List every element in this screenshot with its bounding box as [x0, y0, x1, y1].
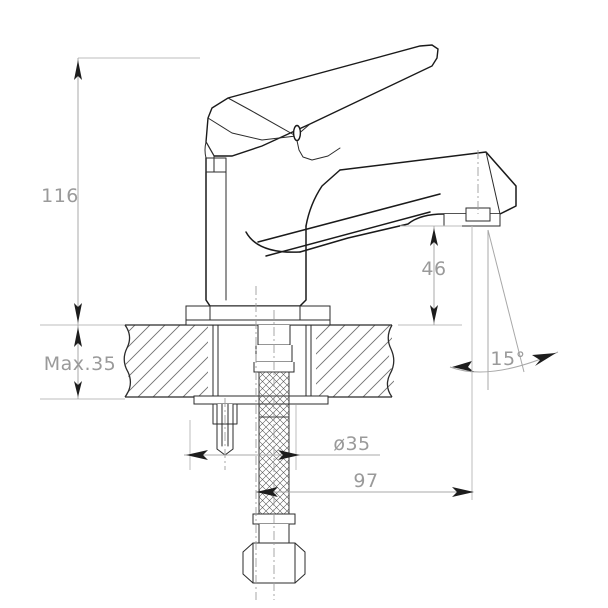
countertop-break-left	[123, 324, 132, 398]
body-to-spout-fillet	[305, 169, 341, 227]
lever-handle-underside	[207, 117, 297, 141]
dimension-label-15deg: 15°	[490, 348, 525, 370]
arrow-up-max35-bottom	[74, 381, 82, 397]
spout-outline	[299, 151, 517, 253]
base-flange	[185, 305, 331, 321]
lever-handle	[205, 44, 439, 157]
arrow-left-97	[256, 487, 278, 497]
arrow-right-97	[452, 487, 474, 497]
dimension-label-116: 116	[41, 185, 79, 207]
dimension-counter-thickness: Max.35	[40, 324, 125, 400]
spout-crease-lower	[265, 211, 431, 257]
arrow-down-116	[74, 303, 82, 323]
arrow-arc-left-15	[452, 361, 474, 372]
dimension-label-46: 46	[421, 258, 446, 280]
arrow-down-max35-top	[74, 327, 82, 347]
dimension-label-max35: Max.35	[44, 353, 117, 375]
arrow-up-116	[74, 60, 82, 80]
base-gasket	[185, 319, 331, 326]
arrow-up-46	[430, 228, 438, 246]
dimension-spout-height: 46	[398, 225, 462, 326]
lever-handle-cap	[295, 135, 341, 161]
countertop-break-right	[386, 324, 395, 398]
lever-handle-facet	[227, 97, 311, 137]
lever-pivot-pin	[292, 124, 302, 142]
dimension-label-97: 97	[353, 470, 378, 492]
angle-reference-slanted	[487, 229, 525, 373]
dimension-height-overall: 116	[41, 57, 200, 325]
dimension-spout-angle: 15°	[449, 229, 559, 390]
hex-nut	[242, 542, 306, 584]
arrow-down-46	[430, 305, 438, 323]
arrow-arc-right-15	[532, 353, 556, 366]
spout-crease-upper	[257, 193, 441, 243]
spout-tip-facet	[485, 151, 501, 215]
arrow-right-d35	[278, 450, 300, 460]
dimension-spout-reach: 97	[256, 226, 474, 500]
arrow-left-d35	[186, 450, 208, 460]
dimension-label-d35: ø35	[333, 433, 370, 455]
faucet-body	[185, 44, 517, 584]
dimension-base-diameter: ø35	[184, 405, 380, 470]
spout-lower-root	[245, 231, 301, 253]
